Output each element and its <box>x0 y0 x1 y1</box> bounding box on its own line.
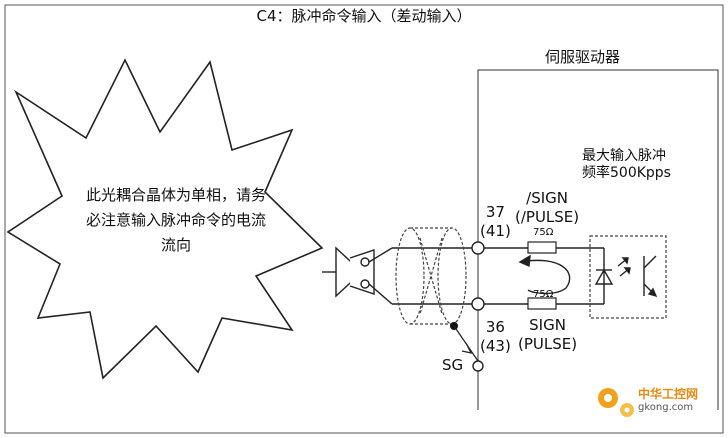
pulse-label: SIGN (PULSE) <box>518 316 578 353</box>
pin-36-label: 36 (43) <box>480 318 511 355</box>
sg-label: SG <box>442 356 464 374</box>
page-title: C4：脉冲命令输入（差动输入） <box>256 7 472 25</box>
watermark-brand: 中华工控网 <box>638 387 699 401</box>
pin-36 <box>471 297 485 311</box>
internal-wires <box>484 247 604 305</box>
resistor-top-label: 75Ω <box>533 227 554 238</box>
line-driver-symbol <box>322 246 375 298</box>
optocoupler-led <box>594 248 658 304</box>
signal-wires <box>368 247 474 305</box>
sign-pulse-label: /SIGN (/PULSE) <box>515 189 580 226</box>
servo-driver-label: 伺服驱动器 <box>545 48 621 66</box>
resistors <box>527 241 557 310</box>
callout-note: 此光耦合晶体为单相，请务必注意输入脉冲命令的电流流向 <box>85 186 266 254</box>
watermark-url: gkong.com <box>638 402 694 413</box>
resistor-top <box>527 241 557 254</box>
gkong-logo-icon <box>598 388 634 417</box>
watermark: 中华工控网 gkong.com <box>638 385 698 413</box>
sg-link <box>449 321 479 362</box>
pin-37-label: 37 (41) <box>480 203 511 240</box>
max-input-label: 最大输入脉冲 频率500Kpps <box>582 148 671 181</box>
driver-box <box>477 69 719 410</box>
pin-37 <box>471 241 485 255</box>
resistor-bottom-label: 75Ω <box>533 289 554 300</box>
shield-cable <box>395 227 467 325</box>
optocoupler-box <box>589 235 667 319</box>
starburst-callout <box>6 58 324 380</box>
outer-frame <box>4 4 724 434</box>
current-flow-arrow <box>518 254 571 295</box>
pin-sg <box>472 360 484 372</box>
resistor-bottom <box>527 297 557 310</box>
